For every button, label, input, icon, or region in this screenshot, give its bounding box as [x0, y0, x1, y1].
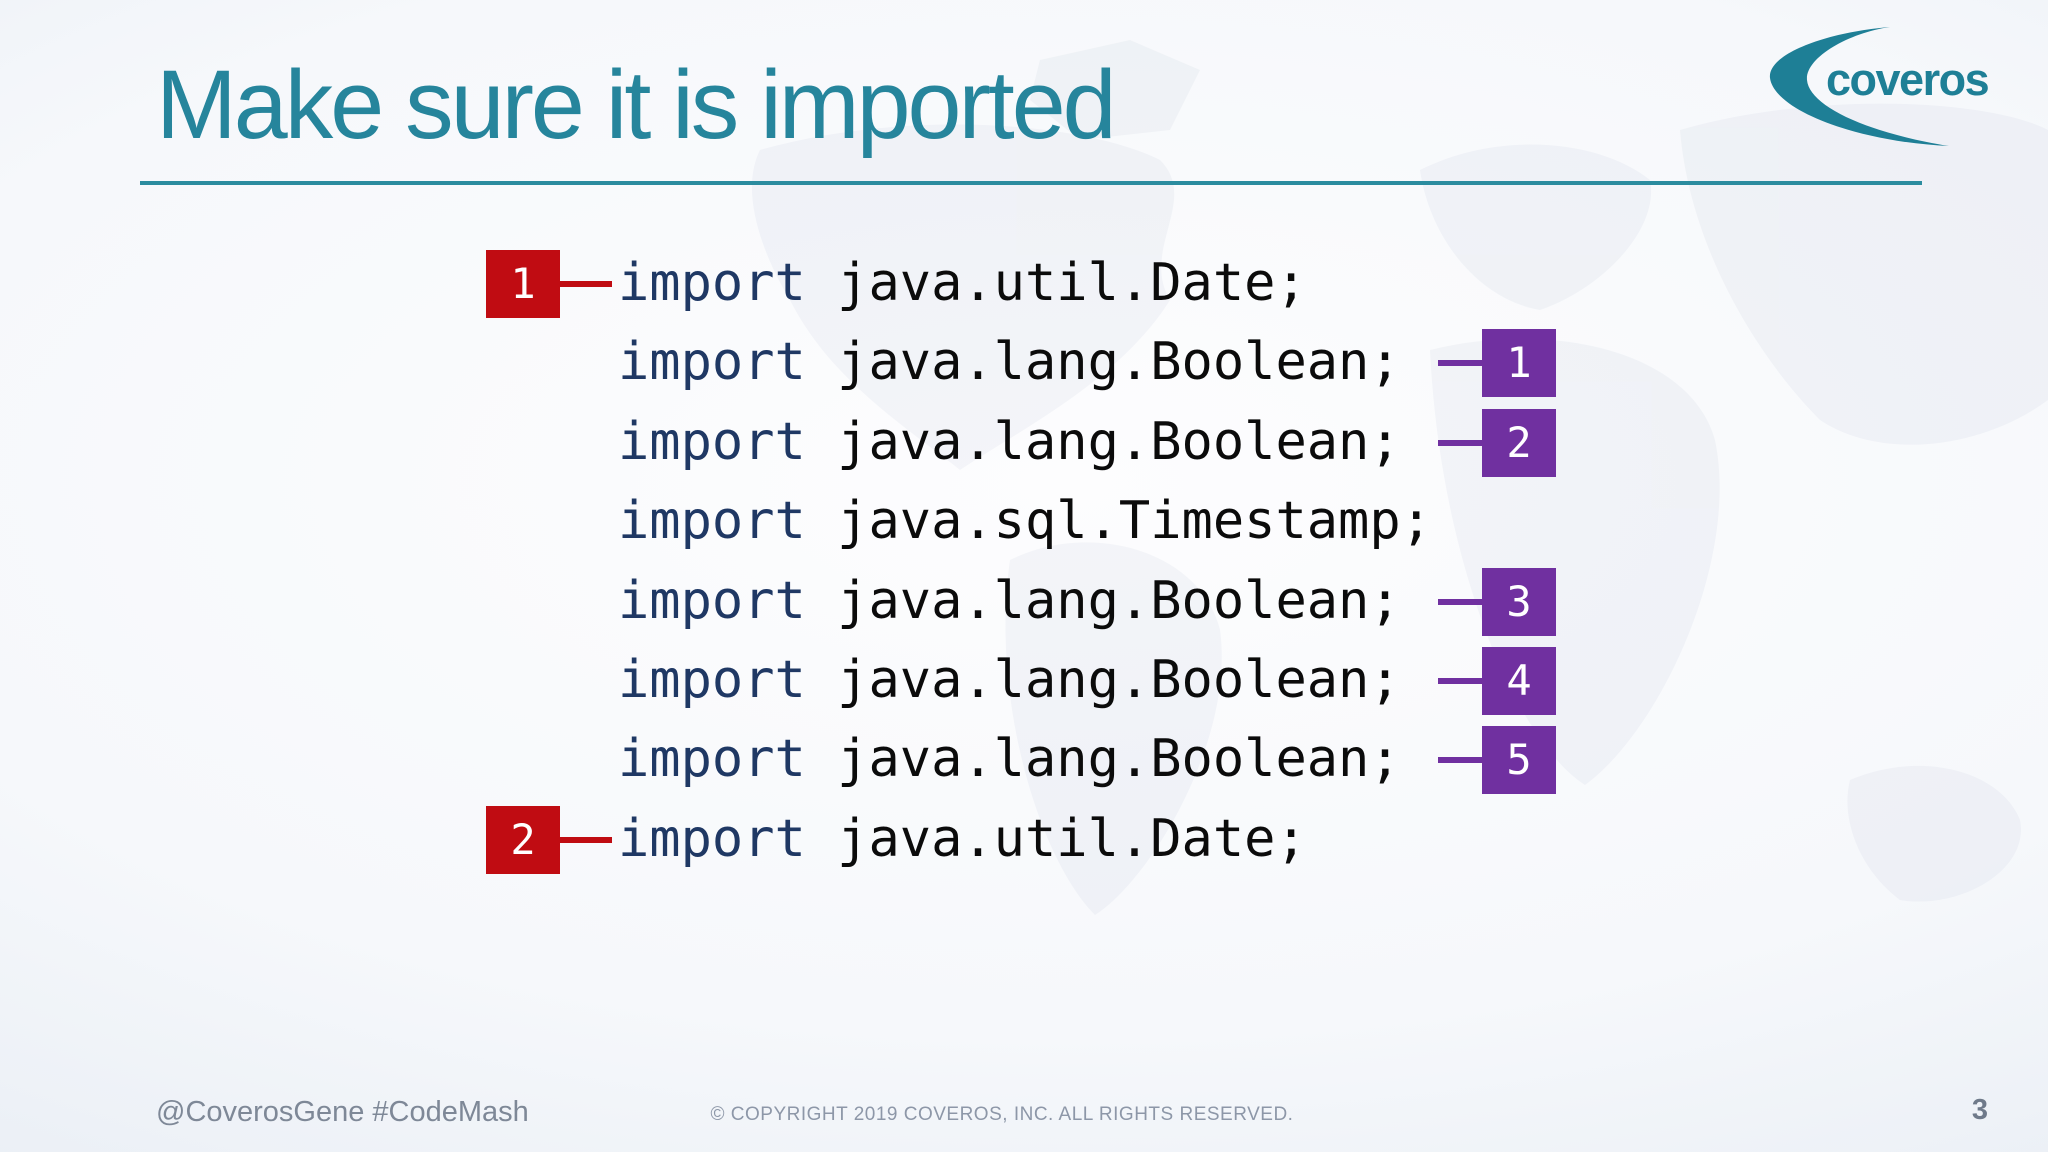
purple-connector-line [1438, 757, 1482, 764]
code-keyword: import [618, 729, 806, 790]
code-text: java.lang.Boolean; [805, 332, 1401, 393]
red-connector-line [560, 281, 612, 287]
purple-callout-badge: 1 [1482, 329, 1556, 398]
code-line: 2 import java.util.Date; [486, 800, 1432, 879]
code-text: java.lang.Boolean; [805, 729, 1401, 790]
slide-title: Make sure it is imported [156, 50, 1117, 159]
red-callout-badge: 2 [486, 805, 560, 874]
purple-callout-badge: 3 [1482, 567, 1556, 636]
purple-connector-line [1438, 677, 1482, 684]
red-callout-badge: 1 [486, 250, 560, 318]
code-line: import java.lang.Boolean; 3 [618, 562, 1556, 641]
purple-callout-badge: 4 [1482, 646, 1556, 715]
purple-callout-badge: 5 [1482, 726, 1556, 795]
code-keyword: import [618, 808, 806, 869]
code-line: import java.lang.Boolean; 1 [618, 323, 1556, 402]
code-text: java.lang.Boolean; [805, 570, 1401, 631]
code-text: java.util.Date; [805, 808, 1307, 869]
code-line: import java.sql.Timestamp; [618, 482, 1432, 561]
code-text: java.util.Date; [805, 253, 1307, 313]
copyright-text: © COPYRIGHT 2019 COVEROS, INC. ALL RIGHT… [710, 1104, 1294, 1125]
purple-callout-badge: 2 [1482, 408, 1556, 477]
code-line: import java.lang.Boolean; 4 [618, 641, 1556, 720]
twitter-handle: @CoverosGene #CodeMash [156, 1096, 529, 1128]
code-line: import java.lang.Boolean; 5 [618, 720, 1556, 799]
code-line: import java.lang.Boolean; 2 [618, 403, 1556, 482]
purple-connector-line [1438, 598, 1482, 605]
purple-connector-line [1438, 439, 1482, 446]
code-keyword: import [618, 491, 806, 552]
code-text: java.sql.Timestamp; [805, 491, 1432, 552]
code-keyword: import [618, 332, 806, 393]
page-number: 3 [1971, 1094, 1988, 1126]
title-underline [140, 181, 1922, 185]
code-keyword: import [618, 253, 806, 313]
purple-connector-line [1438, 360, 1482, 367]
code-text: java.lang.Boolean; [805, 649, 1401, 710]
code-keyword: import [618, 411, 806, 472]
logo-wordmark: coveros [1826, 54, 1990, 105]
logo-crescent-icon [1769, 27, 1949, 146]
code-line: 1 import java.util.Date; [486, 244, 1432, 323]
code-text: java.lang.Boolean; [805, 411, 1401, 472]
code-keyword: import [618, 649, 806, 710]
red-connector-line [560, 836, 612, 843]
code-keyword: import [618, 570, 806, 631]
